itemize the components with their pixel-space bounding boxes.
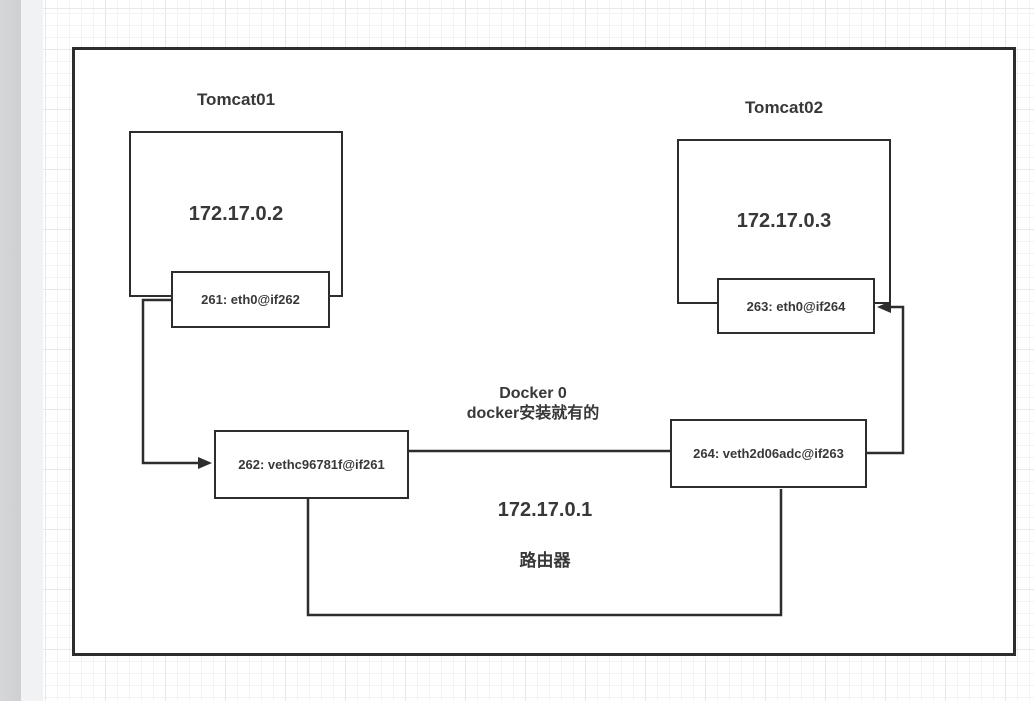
tomcat02-title: Tomcat02 bbox=[744, 98, 824, 117]
veth-tomcat01-box: 262: vethc96781f@if261 bbox=[214, 430, 409, 499]
veth-tomcat02-box: 264: veth2d06adc@if263 bbox=[670, 419, 867, 488]
tomcat01-container-box: 172.17.0.2 bbox=[129, 131, 343, 297]
docker0-bridge-label: Docker 0 docker安装就有的 bbox=[383, 384, 683, 424]
tomcat02-eth-interface-box: 263: eth0@if264 bbox=[717, 278, 875, 334]
docker0-ip-label: 172.17.0.1 bbox=[497, 499, 593, 521]
docker0-note-label: docker安装就有的 bbox=[466, 405, 600, 422]
docker0-name-label: Docker 0 bbox=[499, 385, 567, 402]
veth-tomcat02-label: 264: veth2d06adc@if263 bbox=[693, 446, 844, 461]
tomcat01-eth-label: 261: eth0@if262 bbox=[201, 292, 300, 307]
veth-tomcat01-label: 262: vethc96781f@if261 bbox=[238, 457, 385, 472]
docker0-router-label: 路由器 bbox=[519, 551, 571, 570]
tomcat01-ip-label: 172.17.0.2 bbox=[188, 202, 284, 225]
tomcat01-title: Tomcat01 bbox=[196, 90, 276, 109]
page-margin-strip bbox=[21, 0, 43, 701]
tomcat01-eth-interface-box: 261: eth0@if262 bbox=[171, 271, 330, 328]
tomcat02-eth-label: 263: eth0@if264 bbox=[746, 298, 846, 314]
tomcat02-ip-label: 172.17.0.3 bbox=[736, 210, 832, 232]
window-left-gutter bbox=[0, 0, 21, 701]
